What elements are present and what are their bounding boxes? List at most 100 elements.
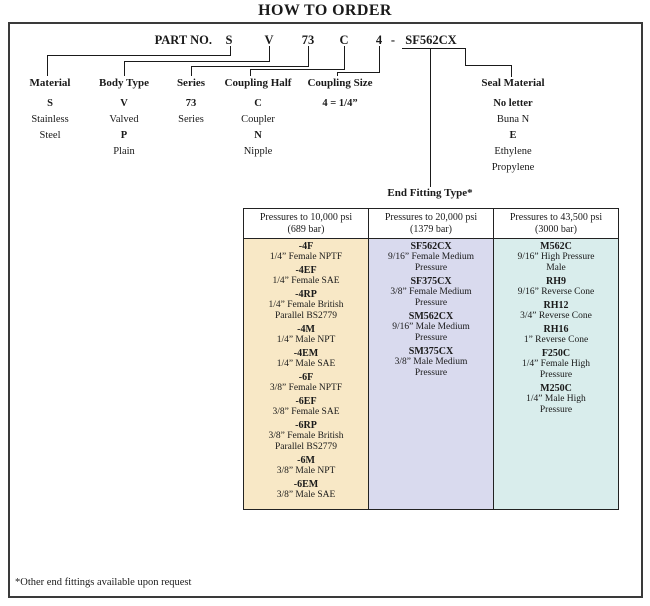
field-option: Buna N: [496, 114, 530, 125]
fitting-code: RH16: [543, 324, 569, 335]
fitting-description: 9/16” Reverse Cone: [517, 287, 595, 297]
fitting-description: 1/4” Male NPT: [276, 335, 336, 345]
fitting-description: 3/8” Female NPTF: [269, 383, 343, 393]
header-line: Pressures to 10,000 psi: [259, 212, 353, 223]
field-option: No letter: [493, 98, 533, 109]
field-option: V: [120, 98, 128, 109]
part-no-segment: 73: [301, 33, 315, 47]
field-label: Material: [29, 77, 71, 89]
fitting-description: 1/4” Female British: [268, 300, 344, 310]
fitting-code: SF562CX: [410, 241, 452, 252]
fitting-description: Male: [546, 263, 566, 273]
connector-line: [464, 47, 466, 66]
page-title: HOW TO ORDER: [258, 2, 392, 19]
fitting-description: 1/4” Male High: [526, 394, 586, 404]
footnote: *Other end fittings available upon reque…: [15, 577, 192, 588]
pressure-column: Pressures to 20,000 psi(1379 bar) SF562CX…: [368, 208, 494, 510]
fitting-description: Parallel BS2779: [274, 442, 337, 452]
part-no-segment: 4: [375, 33, 383, 47]
connector-line: [336, 71, 380, 73]
fitting-code: -6F: [298, 372, 314, 383]
connector-line: [343, 46, 345, 70]
part-no-label: PART NO.: [154, 33, 212, 47]
fitting-description: 3/8” Female British: [268, 431, 344, 441]
field-option: 73: [185, 98, 197, 109]
fitting-code: F250C: [541, 348, 571, 359]
field-option: 4 = 1/4”: [322, 98, 358, 109]
fitting-description: Pressure: [539, 370, 573, 380]
connector-line: [249, 68, 345, 70]
connector-line: [464, 64, 512, 66]
fitting-description: Pressure: [414, 263, 448, 273]
connector-line: [46, 54, 48, 76]
fitting-description: 1/4” Female NPTF: [269, 252, 343, 262]
fitting-code: -4F: [298, 241, 314, 252]
connector-line: [229, 46, 231, 56]
fitting-description: 3/8” Female Medium: [390, 287, 472, 297]
field-option: Coupler: [241, 114, 275, 125]
part-no-segment: S: [225, 33, 233, 47]
pressure-column-header: Pressures to 10,000 psi(689 bar): [243, 208, 369, 239]
part-no-segment: SF562CX: [405, 33, 457, 47]
field-option: Valved: [109, 114, 139, 125]
field-option: Series: [178, 114, 204, 125]
fitting-code: SM375CX: [408, 346, 454, 357]
field-option: N: [254, 130, 262, 141]
fitting-code: -4RP: [295, 289, 317, 300]
fitting-description: Parallel BS2779: [274, 311, 337, 321]
header-line: Pressures to 43,500 psi: [509, 212, 603, 223]
fitting-code: -4EM: [293, 348, 319, 359]
diagram-border-box: [8, 22, 643, 598]
part-no-segment: V: [264, 33, 274, 47]
field-coupling-size: Coupling Size 4 = 1/4”: [275, 77, 405, 112]
field-option: P: [120, 130, 128, 141]
field-label: Coupling Size: [307, 77, 373, 89]
fitting-description: 3/8” Male SAE: [276, 490, 336, 500]
connector-line: [402, 47, 466, 49]
connector-line: [429, 47, 431, 187]
fitting-code: -6M: [297, 455, 315, 466]
field-label: Body Type: [98, 77, 150, 89]
field-option: Propylene: [491, 162, 535, 173]
part-no-segment: -: [390, 33, 396, 47]
fitting-description: 3/4” Reverse Cone: [520, 311, 592, 321]
field-option: S: [47, 98, 53, 109]
fitting-code: SF375CX: [410, 276, 452, 287]
header-line: (1379 bar): [410, 224, 452, 235]
fitting-description: 1/4” Female SAE: [272, 276, 340, 286]
fitting-description: Pressure: [414, 298, 448, 308]
connector-line: [47, 54, 231, 56]
fitting-description: 3/8” Male NPT: [276, 466, 336, 476]
fitting-description: 1/4” Female High: [521, 359, 591, 369]
fitting-description: 3/8” Female SAE: [272, 407, 340, 417]
fitting-code: RH9: [546, 276, 566, 287]
fitting-code: -4M: [297, 324, 315, 335]
fitting-description: 9/16” Female Medium: [387, 252, 474, 262]
fitting-description: Pressure: [539, 405, 573, 415]
field-label: Coupling Half: [224, 77, 292, 89]
header-line: Pressures to 20,000 psi: [384, 212, 478, 223]
field-option: Nipple: [243, 146, 273, 157]
